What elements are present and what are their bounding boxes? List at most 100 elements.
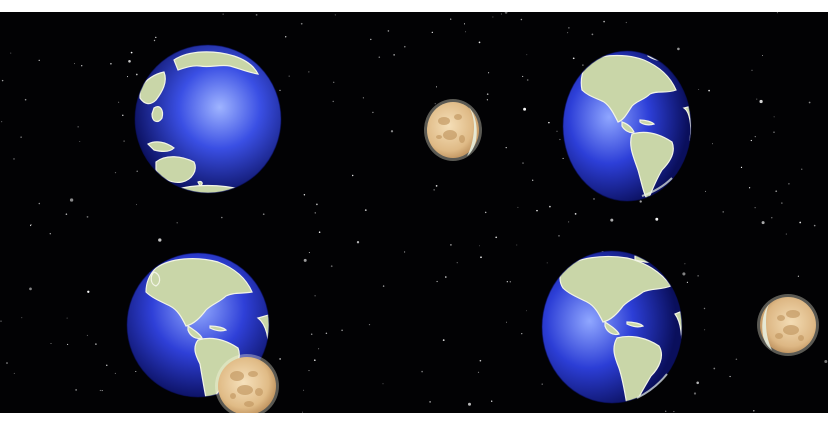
star [301,411,304,413]
star [30,224,32,226]
star [492,16,494,18]
star [729,375,731,378]
star [465,31,467,33]
star [548,121,550,124]
star [114,171,117,174]
star [135,73,138,76]
star [517,206,519,208]
star [505,147,507,149]
star [559,138,561,141]
star [130,51,133,54]
moon-full-right [757,294,819,356]
star [1,121,3,123]
star [29,287,32,291]
star [526,54,528,56]
star [478,41,481,44]
star [308,252,310,254]
star [362,97,364,99]
star [86,334,88,336]
star [788,182,790,185]
star [303,194,306,196]
star [433,189,435,191]
star [436,280,438,283]
star [711,143,713,145]
star [431,31,433,34]
star [484,211,487,214]
star [506,281,508,283]
star [262,213,265,216]
star [509,281,511,283]
star [776,12,778,14]
star [285,36,287,38]
star [95,343,97,345]
star [761,221,765,225]
star [13,158,15,160]
star [158,238,162,242]
star [522,75,524,77]
star [582,64,584,66]
star [477,371,480,373]
star [754,207,756,209]
star [404,251,406,253]
star [722,211,724,213]
star [625,21,627,24]
star [372,111,374,114]
star [153,39,156,42]
star [279,358,281,360]
star [568,221,570,223]
star [450,18,452,20]
star [128,60,131,63]
star [176,222,178,224]
star [382,383,384,385]
star [67,343,69,345]
star [364,209,367,211]
star [558,235,560,237]
star [495,236,498,239]
earth-americas-view-bottom-right [541,250,683,404]
star [421,370,423,373]
star [775,190,778,193]
star [684,263,686,265]
star [759,99,763,104]
star [762,54,763,56]
star [300,22,303,25]
star [556,130,558,132]
star [318,231,321,233]
star [480,256,482,259]
star [303,389,305,391]
star [10,52,12,54]
earth-americas-view-top [562,50,692,202]
star [536,209,538,212]
star [450,244,452,246]
star [750,139,752,142]
star [673,411,675,413]
star [122,114,124,117]
star [704,329,706,331]
star [13,372,15,374]
star [526,79,529,81]
star [332,100,334,103]
star [288,75,290,77]
star [74,63,75,65]
star [813,224,816,227]
star [591,33,594,36]
star [781,202,783,204]
star [318,348,320,350]
star [75,389,77,391]
star [740,166,743,169]
earth-pacific-view [134,44,282,194]
star [753,409,755,412]
star [713,367,716,370]
star [445,276,447,278]
star [303,258,307,262]
star [521,333,523,335]
space-scene [0,12,828,413]
star [50,342,52,345]
star [136,170,138,172]
star [754,135,756,138]
star [549,205,551,208]
star [136,204,137,206]
star [500,13,502,15]
star [546,262,548,264]
star [255,14,258,16]
